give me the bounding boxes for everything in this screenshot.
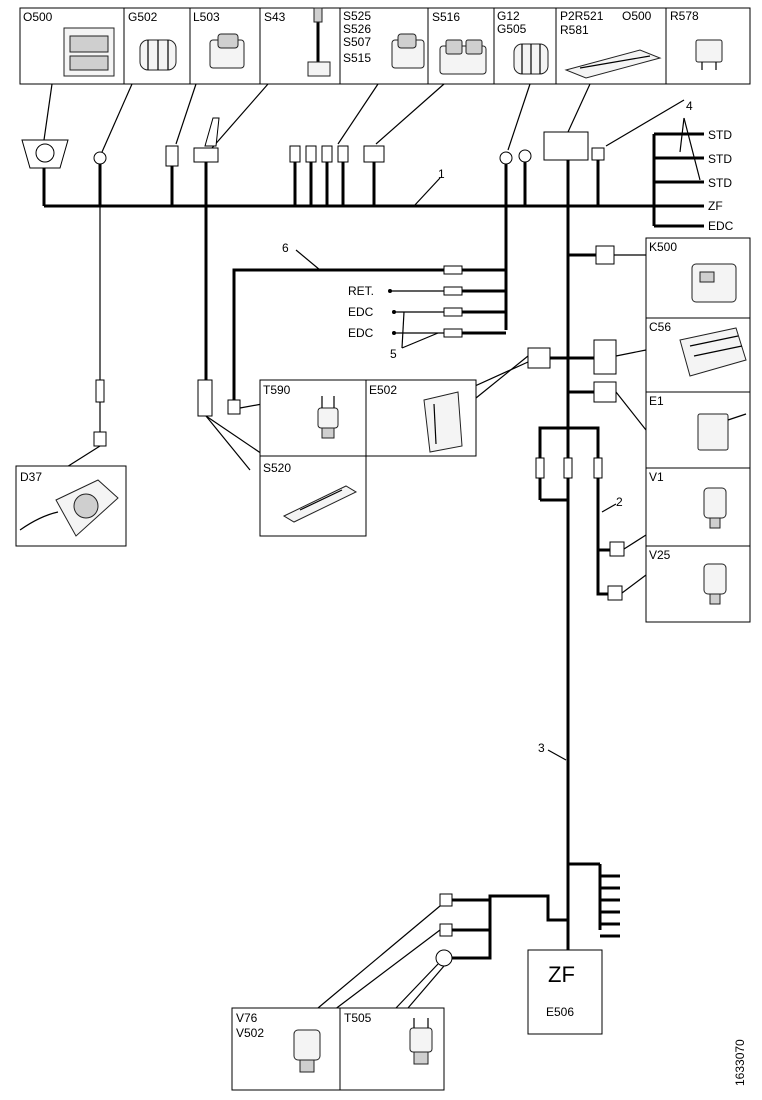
variant-zf: ZF bbox=[708, 199, 723, 213]
bottom-component-boxes: ZF E506 V76 V502 T505 bbox=[231, 949, 603, 1091]
wire-number-1: 1 bbox=[438, 167, 445, 181]
variant-std-2: STD bbox=[708, 152, 732, 166]
label-t590: T590 bbox=[263, 383, 291, 397]
r578-plug bbox=[591, 147, 605, 161]
label-r578: R578 bbox=[670, 9, 699, 23]
label-v76: V76 bbox=[236, 1011, 258, 1025]
variant-std-1: STD bbox=[708, 128, 732, 142]
label-edc-2: EDC bbox=[348, 326, 374, 340]
label-v502: V502 bbox=[236, 1026, 264, 1040]
box-v76 bbox=[231, 1007, 341, 1091]
box-v25 bbox=[645, 545, 751, 623]
gear-lever-switch-illustration bbox=[307, 7, 331, 77]
label-s43: S43 bbox=[264, 10, 286, 24]
variant-edc: EDC bbox=[708, 219, 734, 233]
label-c56: C56 bbox=[649, 320, 671, 334]
label-s525: S525 bbox=[343, 9, 371, 23]
valve-v1-illustration bbox=[703, 487, 727, 529]
right-component-column: K500 C56 E1 V1 V25 bbox=[645, 237, 751, 623]
switch-plug-1 bbox=[289, 145, 301, 163]
switch-plug-4 bbox=[337, 145, 349, 163]
label-l503: L503 bbox=[193, 10, 220, 24]
main-harness bbox=[42, 117, 704, 1011]
sensor-t505-illustration bbox=[409, 1018, 433, 1065]
wire-number-6: 6 bbox=[282, 241, 289, 255]
valve-v25-illustration bbox=[703, 563, 727, 605]
l503-plug bbox=[165, 145, 179, 167]
switch-plug-3 bbox=[321, 145, 333, 163]
connector-illustration-2 bbox=[513, 43, 549, 75]
top-component-row: O500 G502 L503 S43 S525 S526 S507 S515 S… bbox=[19, 7, 751, 85]
module-e502-illustration bbox=[423, 391, 463, 453]
g12-plug bbox=[499, 151, 513, 165]
zf-title: ZF bbox=[548, 962, 575, 987]
relay-board-illustration bbox=[564, 49, 662, 79]
label-s520: S520 bbox=[263, 461, 291, 475]
box-zf bbox=[527, 949, 603, 1035]
relay-k500-illustration bbox=[691, 263, 737, 303]
middle-component-boxes: T590 E502 S520 D37 bbox=[15, 379, 477, 547]
wire-number-3: 3 bbox=[538, 741, 545, 755]
label-s526: S526 bbox=[343, 22, 371, 36]
sensor-t590-illustration bbox=[317, 396, 339, 439]
control-unit-e1-illustration bbox=[697, 413, 747, 451]
relay-illustration bbox=[695, 39, 723, 70]
g502-plug bbox=[93, 151, 107, 165]
label-v25: V25 bbox=[649, 548, 671, 562]
wire-number-5: 5 bbox=[390, 347, 397, 361]
wire-number-2: 2 bbox=[616, 495, 623, 509]
label-e506: E506 bbox=[546, 1005, 574, 1019]
valve-v76-illustration bbox=[293, 1029, 321, 1073]
s43-plug bbox=[193, 147, 219, 163]
document-number: 1633070 bbox=[733, 1039, 747, 1086]
box-v1 bbox=[645, 467, 751, 547]
instrument-round-plug bbox=[35, 143, 55, 163]
label-s515: S515 bbox=[343, 51, 371, 65]
label-d37: D37 bbox=[20, 470, 42, 484]
switch-illustration bbox=[391, 33, 425, 69]
central-unit-plug bbox=[543, 131, 589, 161]
label-ret: RET. bbox=[348, 284, 374, 298]
g505-plug bbox=[518, 149, 532, 163]
connector-illustration bbox=[139, 39, 177, 71]
leader-lines-top bbox=[43, 83, 685, 153]
label-s516: S516 bbox=[432, 10, 460, 24]
rocker-switch-illustration bbox=[209, 33, 245, 69]
s516-plug bbox=[363, 145, 385, 163]
label-g505: G505 bbox=[497, 22, 527, 36]
label-edc-1: EDC bbox=[348, 305, 374, 319]
box-t590 bbox=[259, 379, 367, 457]
label-o500: O500 bbox=[23, 10, 53, 24]
label-p2r521: P2R521 bbox=[560, 9, 604, 23]
label-g502: G502 bbox=[128, 10, 158, 24]
label-g12: G12 bbox=[497, 9, 520, 23]
label-e502: E502 bbox=[369, 383, 397, 397]
s43-plug-lead bbox=[204, 117, 220, 147]
tachograph-illustration bbox=[63, 27, 115, 77]
sensor-d37-illustration bbox=[19, 479, 119, 537]
label-v1: V1 bbox=[649, 470, 664, 484]
double-switch-illustration bbox=[439, 39, 487, 75]
label-k500: K500 bbox=[649, 240, 677, 254]
label-r581: R581 bbox=[560, 23, 589, 37]
switch-plug-2 bbox=[305, 145, 317, 163]
wire-number-4: 4 bbox=[686, 99, 693, 113]
variant-std-3: STD bbox=[708, 176, 732, 190]
label-s507: S507 bbox=[343, 35, 371, 49]
switch-s520-illustration bbox=[282, 485, 358, 523]
label-t505: T505 bbox=[344, 1011, 372, 1025]
control-unit-c56-illustration bbox=[679, 327, 747, 377]
label-e1: E1 bbox=[649, 394, 664, 408]
label-o500b: O500 bbox=[622, 9, 652, 23]
